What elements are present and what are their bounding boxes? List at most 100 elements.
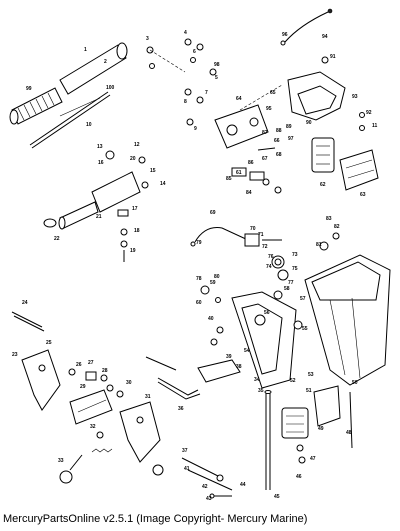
callout-29: 29 (80, 384, 86, 390)
callout-37: 37 (182, 448, 188, 454)
callout-88: 88 (276, 128, 282, 134)
callout-47: 47 (310, 456, 316, 462)
callout-8: 8 (184, 99, 187, 105)
callout-52: 52 (290, 378, 296, 384)
callout-50: 50 (352, 380, 358, 386)
callout-20: 20 (130, 156, 136, 162)
left-clamp-handle (21, 349, 124, 411)
callout-83: 83 (326, 216, 332, 222)
callout-26: 26 (76, 362, 82, 368)
callout-71: 71 (258, 232, 264, 238)
callout-78: 78 (196, 276, 202, 282)
callout-36: 36 (178, 406, 184, 412)
callout-53: 53 (308, 372, 314, 378)
diagram-svg: 1 2 3 4 5 6 7 8 9 10 11 12 13 14 15 16 1… (9, 8, 391, 502)
callout-51: 51 (306, 388, 312, 394)
callout-72: 72 (262, 244, 268, 250)
callout-60: 60 (196, 300, 202, 306)
callout-92: 92 (366, 110, 372, 116)
callout-4: 4 (184, 30, 187, 36)
callout-85: 85 (226, 176, 232, 182)
callout-61: 61 (236, 170, 242, 176)
callout-91: 91 (330, 54, 336, 60)
callout-3: 3 (146, 36, 149, 42)
callout-14: 14 (160, 181, 166, 187)
tilt-block (69, 389, 113, 425)
callout-10: 10 (86, 122, 92, 128)
callout-99: 99 (26, 86, 32, 92)
callout-69: 69 (210, 210, 216, 216)
callout-79: 79 (196, 240, 202, 246)
linkage (190, 227, 340, 303)
callout-54: 54 (244, 348, 250, 354)
callout-21: 21 (96, 214, 102, 220)
top-hardware (146, 38, 217, 126)
callout-22: 22 (54, 236, 60, 242)
callout-48: 48 (346, 430, 352, 436)
callout-6: 6 (193, 49, 196, 55)
callout-77: 77 (288, 280, 294, 286)
callout-15: 15 (150, 168, 156, 174)
rubber-mounts (311, 137, 379, 191)
callout-9: 9 (194, 126, 197, 132)
clamp-bracket (210, 291, 303, 389)
callout-63: 63 (360, 192, 366, 198)
callout-59: 59 (210, 280, 216, 286)
callout-65: 65 (270, 90, 276, 96)
callout-30: 30 (126, 380, 132, 386)
callout-40: 40 (208, 316, 214, 322)
link-rod (11, 311, 177, 371)
tilt-pin (264, 390, 272, 490)
callout-5: 5 (215, 75, 218, 81)
callout-12: 12 (134, 142, 140, 148)
callout-31: 31 (145, 394, 151, 400)
callout-58: 58 (284, 286, 290, 292)
callout-76: 76 (268, 254, 274, 260)
callout-56: 56 (264, 310, 270, 316)
swivel-bracket (214, 84, 283, 149)
callout-57: 57 (300, 296, 306, 302)
callout-35: 35 (258, 388, 264, 394)
steering-arm (43, 150, 149, 262)
callout-74: 74 (266, 264, 272, 270)
callout-16: 16 (98, 160, 104, 166)
callout-44: 44 (240, 482, 246, 488)
callout-62: 62 (320, 182, 326, 188)
callout-42: 42 (202, 484, 208, 490)
callout-1: 1 (84, 47, 87, 53)
callout-17: 17 (132, 206, 138, 212)
callout-70: 70 (250, 226, 256, 232)
callout-68: 68 (276, 152, 282, 158)
callout-33: 33 (58, 458, 64, 464)
callout-18: 18 (134, 228, 140, 234)
lower-cowl (304, 254, 391, 386)
callout-labels: 1 2 3 4 5 6 7 8 9 10 11 12 13 14 15 16 1… (12, 30, 378, 502)
callout-96: 96 (282, 32, 288, 38)
callout-32: 32 (90, 424, 96, 430)
callout-45: 45 (274, 494, 280, 500)
callout-7: 7 (205, 90, 208, 96)
callout-38: 38 (236, 364, 242, 370)
callout-49: 49 (318, 426, 324, 432)
callout-27: 27 (88, 360, 94, 366)
callout-87: 87 (262, 130, 268, 136)
callout-86: 86 (248, 160, 254, 166)
throttle-cable (280, 8, 333, 46)
callout-80: 80 (214, 274, 220, 280)
callout-66: 66 (274, 138, 280, 144)
callout-19: 19 (130, 248, 136, 254)
mid-hardware (231, 147, 282, 194)
thumb-screw (59, 454, 164, 484)
callout-55: 55 (302, 326, 308, 332)
callout-25: 25 (46, 340, 52, 346)
mount-bracket (287, 56, 365, 131)
callout-64: 64 (236, 96, 242, 102)
callout-89: 89 (286, 124, 292, 130)
callout-95: 95 (266, 106, 272, 112)
callout-2: 2 (104, 59, 107, 65)
callout-41: 41 (184, 466, 190, 472)
callout-23: 23 (12, 352, 18, 358)
callout-43: 43 (206, 496, 212, 502)
callout-11: 11 (372, 123, 378, 129)
callout-39: 39 (226, 354, 232, 360)
